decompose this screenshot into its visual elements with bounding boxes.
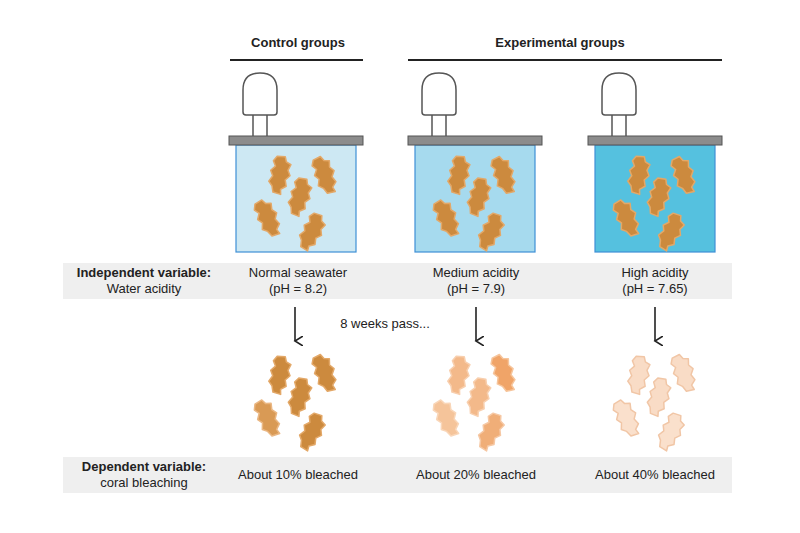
variable-name: coral bleaching bbox=[82, 475, 206, 491]
band-heading: Dependent variable:coral bleaching bbox=[82, 459, 206, 491]
condition-text: About 40% bleached bbox=[575, 467, 735, 483]
condition-text: About 20% bleached bbox=[396, 467, 556, 483]
band-heading: Independent variable:Water acidity bbox=[77, 265, 211, 297]
coral-group bbox=[430, 154, 520, 254]
coral-group bbox=[251, 154, 341, 254]
condition-text: High acidity (pH = 7.65) bbox=[613, 265, 698, 297]
variable-band: Independent variable:Water acidity Normal… bbox=[63, 263, 732, 299]
time-arrow bbox=[294, 307, 296, 341]
tank bbox=[229, 73, 363, 252]
time-arrow bbox=[654, 307, 656, 341]
coral-group bbox=[610, 352, 700, 454]
group-bracket bbox=[230, 59, 363, 61]
tank bbox=[408, 73, 542, 252]
coral-group bbox=[251, 352, 341, 454]
variable-name: Water acidity bbox=[77, 281, 211, 297]
variable-type: Dependent variable: bbox=[82, 459, 206, 475]
tank bbox=[588, 73, 722, 252]
group-heading: Experimental groups bbox=[495, 35, 624, 51]
coral-group bbox=[430, 352, 520, 454]
group-bracket bbox=[408, 59, 722, 61]
variable-band: Dependent variable:coral bleaching About … bbox=[63, 457, 732, 493]
condition-text: About 10% bleached bbox=[218, 467, 378, 483]
time-arrow bbox=[475, 307, 477, 341]
condition-text: Normal seawater (pH = 8.2) bbox=[244, 265, 352, 297]
variable-type: Independent variable: bbox=[77, 265, 211, 281]
time-note: 8 weeks pass... bbox=[340, 316, 430, 332]
coral-group bbox=[610, 154, 700, 254]
condition-text: Medium acidity (pH = 7.9) bbox=[426, 265, 526, 297]
group-heading: Control groups bbox=[251, 35, 345, 51]
